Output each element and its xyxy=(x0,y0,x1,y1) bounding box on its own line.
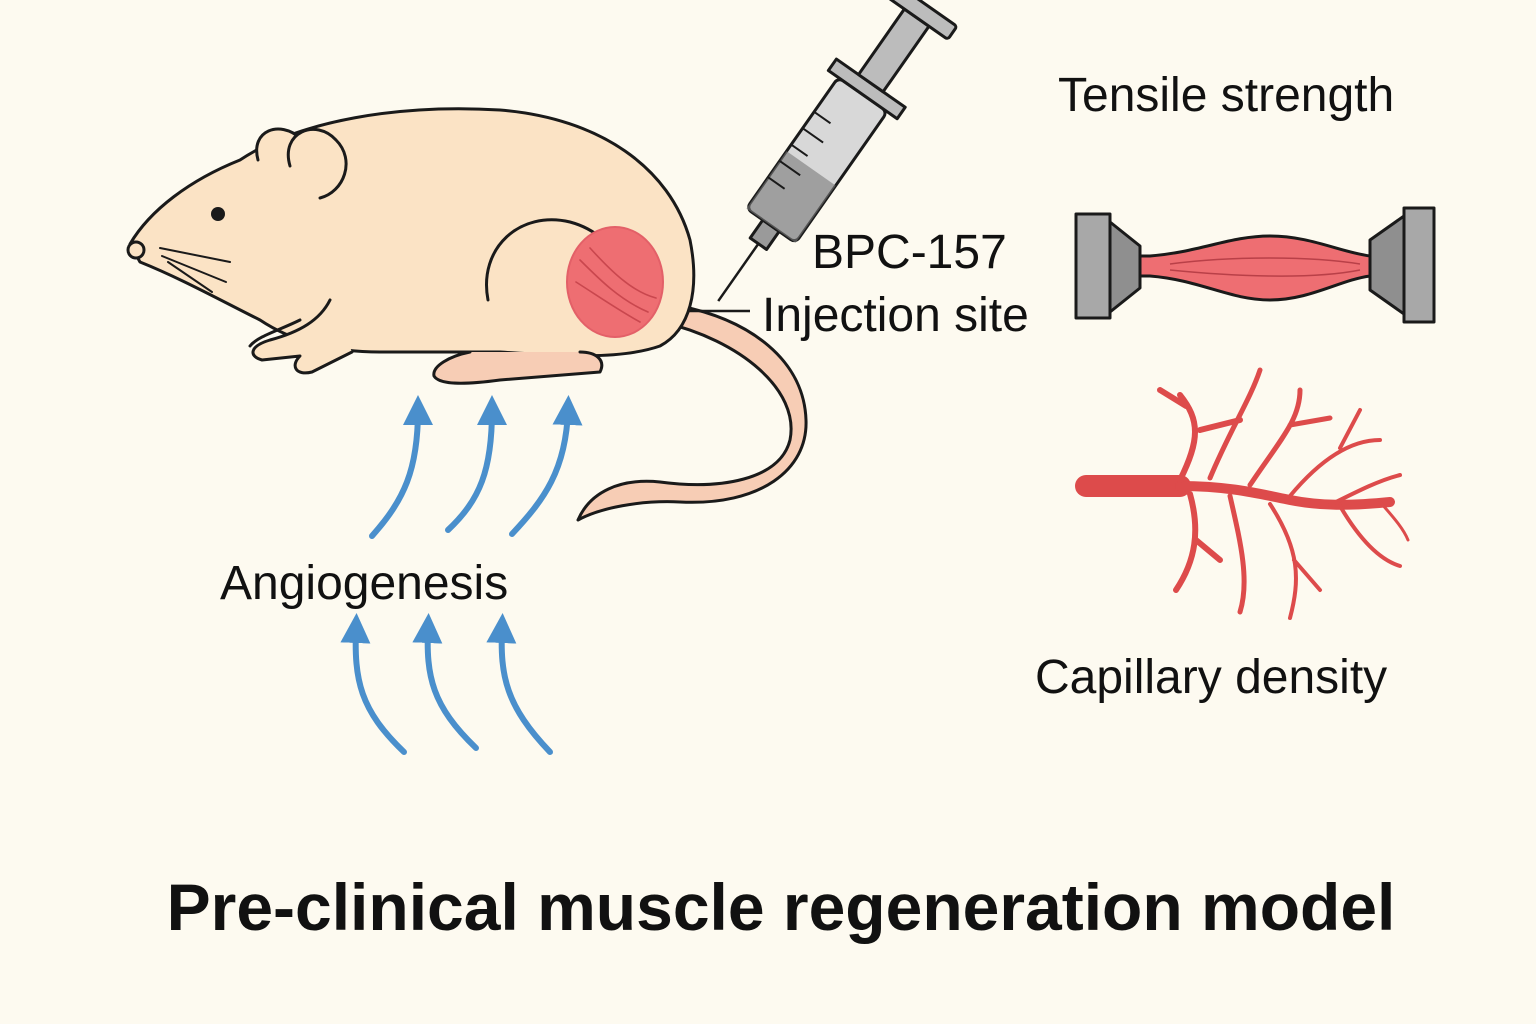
rat-ear xyxy=(286,128,348,200)
clamp-left xyxy=(1074,212,1112,320)
rat-tail xyxy=(576,304,808,522)
muscle-icon xyxy=(566,226,664,338)
syringe-needle xyxy=(717,243,760,302)
muscle-specimen xyxy=(1138,234,1372,302)
compound-label: BPC-157 xyxy=(812,226,1007,279)
angiogenesis-label: Angiogenesis xyxy=(220,557,509,610)
arrow-top-3 xyxy=(509,395,583,537)
rat-eye xyxy=(211,207,225,221)
blood-vessel-icon xyxy=(1075,367,1410,620)
clamp-right xyxy=(1402,206,1436,324)
rat-whiskers xyxy=(159,247,231,293)
tensile-strength-label: Tensile strength xyxy=(1058,69,1395,122)
rat-front-leg xyxy=(251,298,354,375)
rat-icon xyxy=(126,107,808,522)
capillary-density-label: Capillary density xyxy=(1035,651,1388,704)
muscle-tensile-clamp-icon xyxy=(1074,206,1436,324)
rat-nose xyxy=(126,240,146,260)
arrow-bottom-1 xyxy=(340,613,407,755)
arrow-bottom-3 xyxy=(486,613,553,755)
arrow-top-1 xyxy=(369,395,433,539)
upward-arrow-icon xyxy=(340,395,583,755)
syringe-plunger xyxy=(857,7,931,94)
rat-ear-back xyxy=(255,127,302,162)
arrow-top-2 xyxy=(445,395,507,533)
diagram-title: Pre-clinical muscle regeneration model xyxy=(166,870,1396,944)
rat-hind-foot xyxy=(432,350,604,385)
arrow-bottom-2 xyxy=(412,613,479,751)
injection-site-label: Injection site xyxy=(762,289,1029,342)
syringe-icon xyxy=(717,0,958,302)
